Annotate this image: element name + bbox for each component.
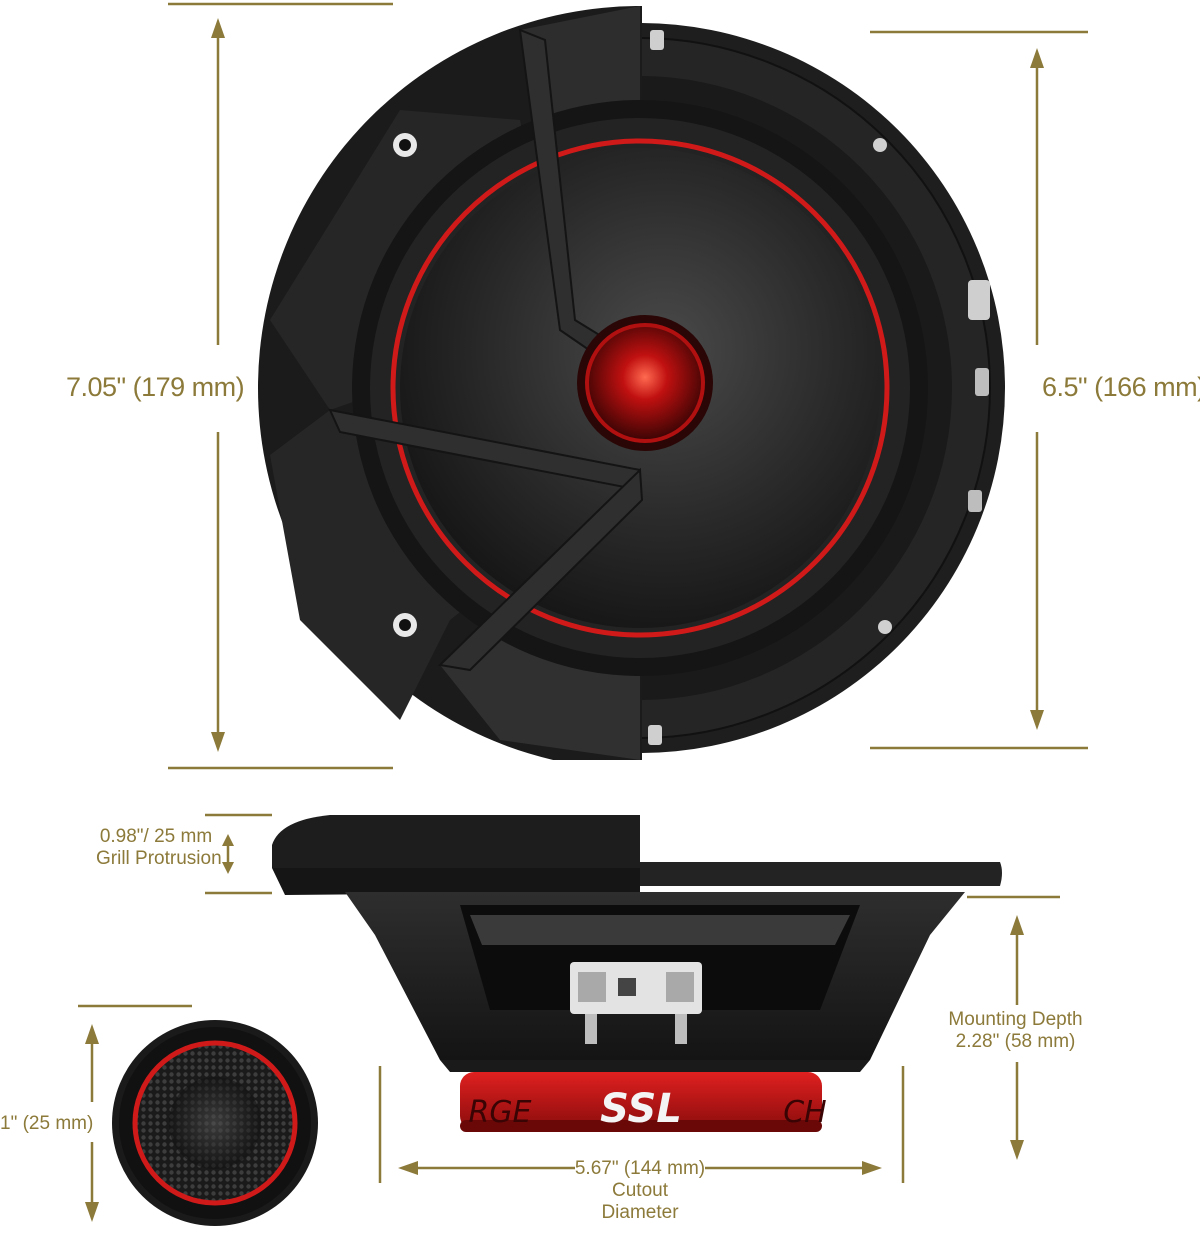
mounting-depth-label: Mounting Depth 2.28" (58 mm) xyxy=(948,1009,1083,1053)
arrowhead xyxy=(862,1161,882,1175)
cutout-caption-1: Cutout xyxy=(612,1179,668,1201)
arrowhead xyxy=(1030,710,1044,730)
arrowhead xyxy=(1010,1140,1024,1160)
grill-protrusion-value: 0.98"/ 25 mm xyxy=(99,826,213,847)
grill-protrusion-label: 0.98"/ 25 mm Grill Protrusion xyxy=(96,826,222,870)
arrowhead xyxy=(85,1202,99,1222)
arrowhead xyxy=(1010,915,1024,935)
grill-protrusion-caption: Grill Protrusion xyxy=(96,847,222,869)
arrowhead xyxy=(222,862,234,874)
cutout-caption-2: Diameter xyxy=(601,1201,679,1223)
mounting-depth-value: 2.28" (58 mm) xyxy=(955,1030,1076,1052)
ring-text-left: RGE xyxy=(468,1095,531,1130)
arrowhead xyxy=(398,1161,418,1175)
cutout-value: 5.67" (144 mm) xyxy=(574,1158,706,1179)
tweeter-front-view xyxy=(112,1020,318,1226)
arrowhead xyxy=(1030,48,1044,68)
nominal-size-label: 6.5" (166 mm) xyxy=(1042,372,1200,402)
outer-diameter-label: 7.05" (179 mm) xyxy=(66,372,245,402)
tweeter-size-label: 1" (25 mm) xyxy=(0,1113,94,1134)
woofer-front-view xyxy=(258,6,1005,760)
ssl-logo: SSL xyxy=(600,1086,682,1132)
dimension-lines xyxy=(78,2,1088,1222)
cutout-diameter-label: 5.67" (144 mm) Cutout Diameter xyxy=(565,1158,715,1224)
woofer-side-view: SSL RGE CH xyxy=(272,815,1002,1132)
arrowhead xyxy=(211,18,225,38)
arrowhead xyxy=(211,732,225,752)
arrowhead xyxy=(222,834,234,846)
arrowhead xyxy=(85,1024,99,1044)
mounting-depth-caption: Mounting Depth xyxy=(948,1009,1083,1030)
ring-text-right: CH xyxy=(783,1095,827,1130)
